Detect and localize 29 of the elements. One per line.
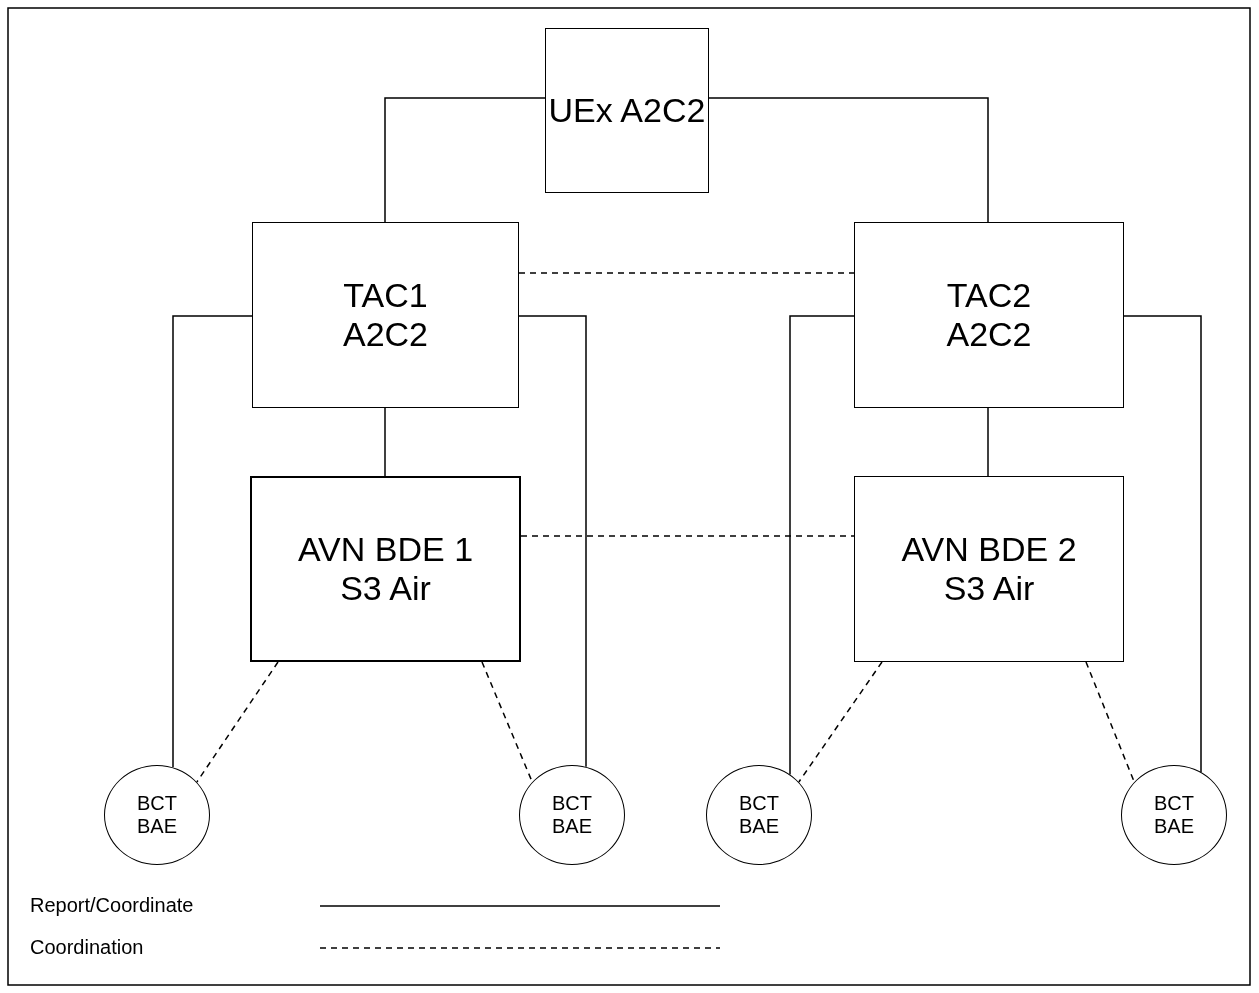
node-label: BCT BAE [738,792,780,838]
node-label: TAC2 A2C2 [945,275,1033,355]
legend-label: Coordination [30,936,144,959]
unit-box [250,476,521,662]
node-label: TAC1 A2C2 [341,275,430,355]
unit-box [854,222,1124,408]
node-label: AVN BDE 1 S3 Air [296,529,475,609]
dashed-connector [196,661,279,783]
unit-box [854,476,1124,662]
connector-line [708,97,989,223]
dashed-connector [1085,661,1135,783]
node-label: UEx A2C2 [547,90,707,131]
connector-line [518,315,587,768]
unit-box [545,28,709,193]
node-label: BCT BAE [136,792,178,838]
dashed-connector [798,661,883,783]
connector-line [384,97,546,223]
node-label: AVN BDE 2 S3 Air [900,529,1078,609]
unit-box [252,222,519,408]
connector-line [1123,315,1202,773]
connector-line [384,407,386,477]
connector-line [987,407,989,477]
connector-line [172,315,253,769]
node-label: BCT BAE [551,792,593,838]
connector-line [789,315,855,776]
node-label: BCT BAE [1153,792,1195,838]
legend-label: Report/Coordinate [30,894,194,917]
dashed-connector [520,535,855,537]
dashed-connector [518,272,855,274]
